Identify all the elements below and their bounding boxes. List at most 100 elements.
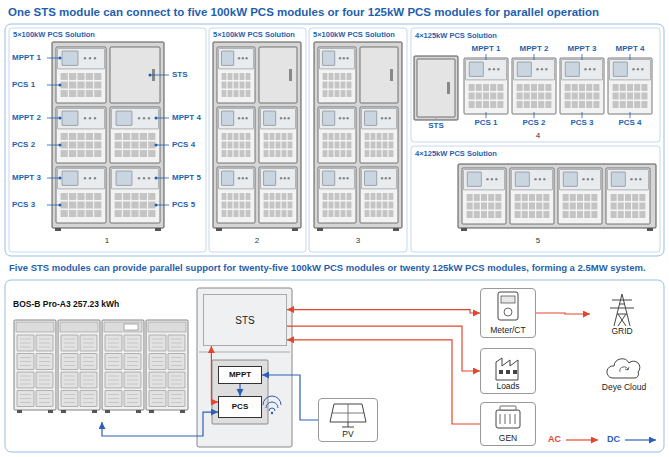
vent xyxy=(246,150,251,157)
module-rib xyxy=(64,357,75,358)
vent xyxy=(383,210,388,217)
cloud-icon xyxy=(620,367,629,372)
connector xyxy=(239,384,240,396)
vent xyxy=(341,150,346,157)
vent xyxy=(536,194,542,201)
vent xyxy=(347,193,352,200)
vent xyxy=(115,142,122,149)
module-rib xyxy=(108,347,119,348)
button xyxy=(84,177,86,179)
cabinet-foot xyxy=(180,410,185,413)
vent xyxy=(371,150,376,157)
module-rib xyxy=(108,384,119,385)
button xyxy=(280,177,282,179)
display-screen xyxy=(264,171,276,185)
vent xyxy=(140,133,147,140)
vent xyxy=(515,211,521,218)
vent xyxy=(323,202,328,209)
mppt-part xyxy=(362,109,397,129)
cabinet-divider xyxy=(199,352,290,353)
module-rib xyxy=(64,339,75,340)
vent xyxy=(222,73,227,80)
vent xyxy=(467,211,473,218)
module-rib xyxy=(64,398,75,399)
vent xyxy=(123,150,130,157)
display-screen xyxy=(565,62,579,76)
cabinet-foot xyxy=(216,228,222,231)
leader-line xyxy=(47,58,60,59)
vent xyxy=(222,133,227,140)
vent xyxy=(61,210,68,217)
vent xyxy=(234,82,239,89)
grid-node: GRID xyxy=(590,290,654,338)
vent xyxy=(570,211,576,218)
connector xyxy=(287,310,480,313)
button xyxy=(238,117,240,119)
leader-dot xyxy=(155,117,158,120)
vent xyxy=(115,150,122,157)
battery-system: BOS-B Pro-A3 257.23 kWh xyxy=(10,298,194,422)
vent xyxy=(234,90,239,97)
vent xyxy=(641,84,647,91)
vent xyxy=(495,203,501,210)
button xyxy=(545,68,547,70)
pcs-module xyxy=(259,107,297,163)
vent xyxy=(377,133,382,140)
vent xyxy=(625,194,631,201)
vent xyxy=(613,93,619,100)
battery-module xyxy=(168,354,185,370)
mppt-part xyxy=(320,169,355,189)
vent xyxy=(543,203,549,210)
vent xyxy=(613,84,619,91)
button xyxy=(138,117,140,119)
pv-icon xyxy=(342,427,354,428)
vent xyxy=(488,203,494,210)
battery-module xyxy=(61,354,78,370)
vent xyxy=(222,193,227,200)
vent xyxy=(222,150,227,157)
vent xyxy=(371,133,376,140)
vent xyxy=(341,82,346,89)
vent xyxy=(86,133,93,140)
vent xyxy=(264,133,269,140)
module-rib xyxy=(171,394,182,395)
vent xyxy=(490,93,496,100)
callout-number: 4 xyxy=(536,132,540,141)
vent xyxy=(123,142,130,149)
button xyxy=(541,68,543,70)
button xyxy=(242,177,244,179)
module-rib xyxy=(39,361,50,362)
vent xyxy=(270,202,275,209)
battery-module xyxy=(149,354,166,370)
vent xyxy=(476,101,482,108)
vent xyxy=(389,150,394,157)
leader-line xyxy=(47,145,60,146)
module-rib xyxy=(83,361,94,362)
leader-dot xyxy=(59,57,62,60)
mppt-part xyxy=(466,60,507,80)
battery-cabinet xyxy=(146,320,188,410)
vent xyxy=(69,142,76,149)
pcs-box: PCS xyxy=(218,396,262,418)
button xyxy=(584,68,586,70)
vent xyxy=(77,193,84,200)
mppt-part xyxy=(58,109,105,129)
vent xyxy=(94,90,101,97)
module-rib xyxy=(127,384,138,385)
module-rib xyxy=(20,384,31,385)
module-rib xyxy=(171,384,182,385)
vent xyxy=(563,203,569,210)
part-callout: MPPT 4 xyxy=(172,114,201,123)
module-rib xyxy=(108,361,119,362)
vent xyxy=(86,150,93,157)
part-callout: MPPT 1 xyxy=(472,45,501,54)
vent xyxy=(347,82,352,89)
vent xyxy=(329,193,334,200)
cabinet-foot xyxy=(17,410,22,413)
node-text: Meter/CT xyxy=(490,326,525,335)
module-rib xyxy=(64,376,75,377)
display-screen xyxy=(222,51,234,65)
module-rib xyxy=(20,365,31,366)
vent xyxy=(335,82,340,89)
display-screen xyxy=(467,172,481,186)
